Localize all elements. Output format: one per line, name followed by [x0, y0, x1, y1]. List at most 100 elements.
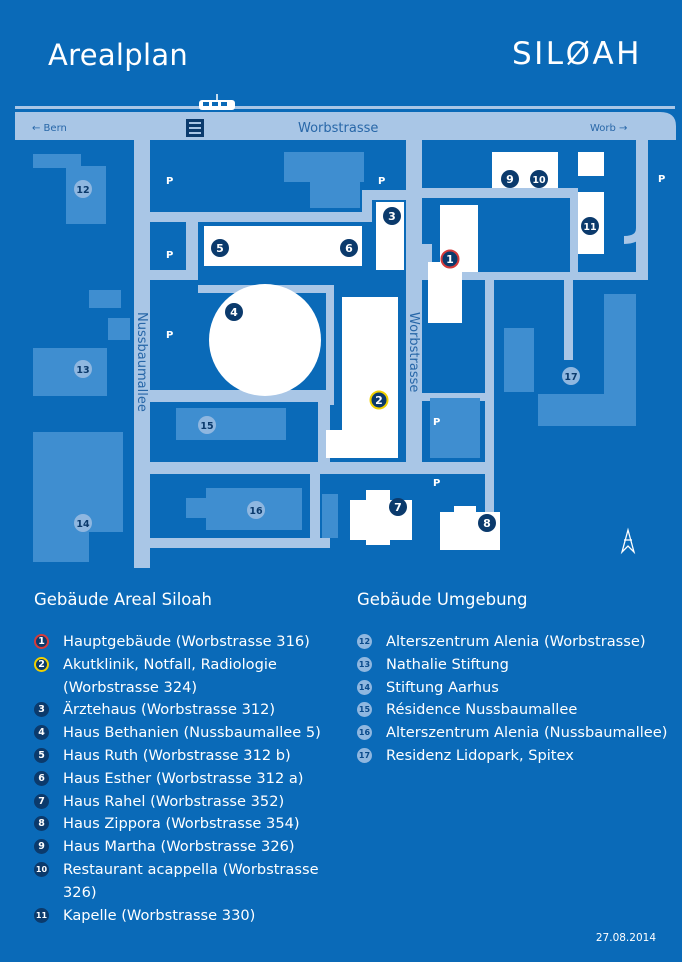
tram-icon — [199, 94, 235, 110]
legend-badge: 15 — [357, 702, 372, 718]
svg-text:12: 12 — [76, 185, 89, 196]
marker-15[interactable]: 15 — [198, 416, 216, 434]
marker-10[interactable]: 10 — [530, 170, 548, 188]
svg-text:10: 10 — [532, 175, 546, 186]
legend-badge: 8 — [34, 816, 49, 832]
legend-badge: 11 — [34, 907, 49, 923]
street-label-nussbaumallee: Nussbaumallee — [134, 312, 149, 412]
direction-worb: Worb → — [590, 123, 627, 134]
parking-label: P — [433, 417, 440, 428]
street-label-worbstrasse-vertical: Worbstrasse — [406, 312, 421, 392]
direction-bern: ← Bern — [32, 123, 67, 134]
surrounding-buildings — [33, 152, 636, 562]
parking-label: P — [166, 330, 173, 341]
marker-17[interactable]: 17 — [562, 367, 580, 385]
tram-track — [15, 106, 675, 109]
marker-1[interactable]: 1 — [440, 249, 460, 269]
legend-badge: 4 — [34, 725, 49, 741]
parking-labels: P P P P P P P — [166, 174, 665, 489]
legend-badge: 5 — [34, 747, 49, 763]
legend-badge: 2 — [34, 656, 49, 672]
parking-label: P — [378, 176, 385, 187]
legend-badge: 16 — [357, 725, 372, 741]
legend-badge: 10 — [34, 861, 49, 877]
svg-text:9: 9 — [506, 173, 514, 186]
marker-4[interactable]: 4 — [225, 303, 243, 321]
legend-badge: 13 — [357, 656, 372, 672]
marker-6[interactable]: 6 — [340, 239, 358, 257]
legend-badge: 12 — [357, 634, 372, 649]
parking-label: P — [658, 174, 665, 185]
building-ruth-esther — [204, 226, 362, 266]
marker-13[interactable]: 13 — [74, 360, 92, 378]
legend-badge: 6 — [34, 770, 49, 786]
site-map: Worbstrasse ← Bern Worb → Nussbaumallee … — [15, 94, 676, 568]
legend-badge: 7 — [34, 793, 49, 809]
svg-text:1: 1 — [446, 253, 454, 266]
marker-12[interactable]: 12 — [74, 180, 92, 198]
page-title: Arealplan — [48, 38, 189, 72]
worbstrasse-vertical-road — [406, 140, 422, 473]
svg-text:14: 14 — [76, 519, 90, 530]
svg-text:17: 17 — [564, 372, 577, 383]
building-bethanien — [209, 284, 321, 396]
svg-text:5: 5 — [216, 242, 224, 255]
tram-stop-icon — [186, 119, 204, 137]
parking-label: P — [433, 478, 440, 489]
marker-3[interactable]: 3 — [383, 207, 401, 225]
svg-text:6: 6 — [345, 242, 353, 255]
siloah-logo: SILØAH — [511, 36, 642, 72]
marker-14[interactable]: 14 — [74, 514, 92, 532]
svg-text:7: 7 — [394, 501, 402, 514]
svg-text:13: 13 — [76, 365, 89, 376]
legend-badge: 17 — [357, 747, 372, 763]
parking-label: P — [166, 250, 173, 261]
parking-label: P — [166, 176, 173, 187]
legend-surroundings-heading: Gebäude Umgebung — [357, 590, 528, 609]
worbstrasse-road — [15, 112, 676, 140]
north-arrow-icon — [620, 527, 636, 555]
legend-badge: 9 — [34, 839, 49, 855]
marker-8[interactable]: 8 — [478, 514, 496, 532]
svg-text:11: 11 — [583, 222, 596, 233]
legend-badge: 14 — [357, 679, 372, 695]
svg-text:2: 2 — [375, 394, 383, 407]
street-label-worbstrasse: Worbstrasse — [298, 121, 378, 136]
marker-16[interactable]: 16 — [247, 501, 265, 519]
marker-9[interactable]: 9 — [501, 170, 519, 188]
marker-11[interactable]: 11 — [581, 217, 599, 235]
road-network — [15, 106, 676, 568]
svg-text:16: 16 — [249, 506, 263, 517]
nussbaumallee-road — [134, 140, 150, 568]
marker-5[interactable]: 5 — [211, 239, 229, 257]
legend-badge: 1 — [34, 634, 49, 649]
marker-2[interactable]: 2 — [369, 390, 389, 410]
marker-7[interactable]: 7 — [389, 498, 407, 516]
svg-text:15: 15 — [200, 421, 213, 432]
date-stamp: 27.08.2014 — [595, 932, 656, 944]
legend-badge: 3 — [34, 702, 49, 718]
svg-text:3: 3 — [388, 210, 396, 223]
building-rahel — [350, 490, 412, 545]
